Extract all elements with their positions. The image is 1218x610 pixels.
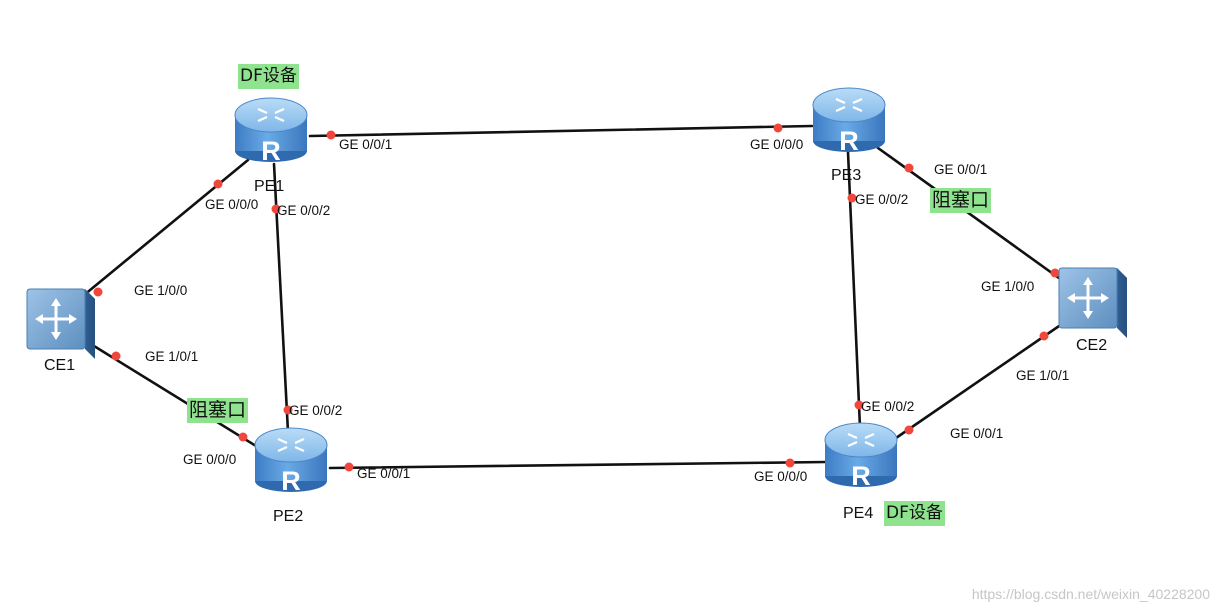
router-pe1-letter: R: [261, 136, 281, 166]
device-label-pe4: PE4: [843, 505, 874, 522]
router-pe2-letter: R: [281, 466, 301, 496]
port-label-pe3-ge000: GE 0/0/0: [750, 137, 804, 152]
port-label-pe3-ge001: GE 0/0/1: [934, 162, 988, 177]
port-dot-ce1-ge101: [111, 351, 121, 361]
tag-pe2-blocked-port: 阻塞口: [187, 398, 249, 423]
port-label-pe4-ge001: GE 0/0/1: [950, 426, 1004, 441]
port-label-pe2-ge002: GE 0/0/2: [289, 403, 343, 418]
port-dot-pe4-ge001: [904, 425, 914, 435]
tag-pe4-df-device: DF设备: [884, 501, 945, 526]
port-dot-pe2-ge001: [344, 462, 354, 472]
port-dot-pe3-ge000: [773, 123, 783, 133]
device-label-ce2: CE2: [1076, 337, 1108, 354]
port-label-pe2-ge000: GE 0/0/0: [183, 452, 237, 467]
port-label-pe1-ge001: GE 0/0/1: [339, 137, 393, 152]
port-dot-pe1-ge002: [271, 204, 281, 214]
port-dot-ce1-ge100: [93, 287, 103, 297]
port-dot-pe4-ge002: [854, 400, 864, 410]
port-dot-pe4-ge000: [785, 458, 795, 468]
tag-pe1-df-device: DF设备: [238, 64, 299, 89]
tag-pe3-blocked-port: 阻塞口: [930, 188, 992, 213]
watermark-url: https://blog.csdn.net/weixin_40228200: [971, 586, 1210, 602]
link-ce1-pe2: [92, 344, 258, 448]
port-label-ce1-ge101: GE 1/0/1: [145, 349, 199, 364]
link-pe1-pe3: [308, 124, 814, 138]
port-label-pe2-ge001: GE 0/0/1: [357, 466, 411, 481]
port-label-ce1-ge100: GE 1/0/0: [134, 283, 188, 298]
device-label-ce1: CE1: [44, 357, 76, 374]
port-dot-pe2-ge002: [283, 405, 293, 415]
link-pe2-pe4: [328, 460, 828, 470]
port-dot-ce2-ge100: [1050, 268, 1060, 278]
switch-ce2-icon[interactable]: [1057, 266, 1129, 340]
switch-ce1-icon[interactable]: [25, 287, 97, 361]
link-pe4-ce2: [894, 322, 1064, 440]
device-label-pe2: PE2: [273, 508, 304, 525]
port-label-pe4-ge000: GE 0/0/0: [754, 469, 808, 484]
port-dot-pe3-ge002: [847, 193, 857, 203]
router-pe4-letter: R: [851, 461, 871, 491]
port-dot-pe2-ge000: [238, 432, 248, 442]
port-label-ce2-ge101: GE 1/0/1: [1016, 368, 1070, 383]
port-dot-pe1-ge001: [326, 130, 336, 140]
port-dot-ce2-ge101: [1039, 331, 1049, 341]
router-pe3-letter: R: [839, 126, 859, 156]
device-label-pe1: PE1: [254, 178, 285, 195]
port-label-pe1-ge000: GE 0/0/0: [205, 197, 259, 212]
port-dot-pe3-ge001: [904, 163, 914, 173]
port-dot-pe1-ge000: [213, 179, 223, 189]
port-label-ce2-ge100: GE 1/0/0: [981, 279, 1035, 294]
port-label-pe1-ge002: GE 0/0/2: [277, 203, 331, 218]
link-ce1-pe1: [76, 158, 250, 302]
port-label-pe3-ge002: GE 0/0/2: [855, 192, 909, 207]
device-label-pe3: PE3: [831, 167, 862, 184]
port-label-pe4-ge002: GE 0/0/2: [861, 399, 915, 414]
